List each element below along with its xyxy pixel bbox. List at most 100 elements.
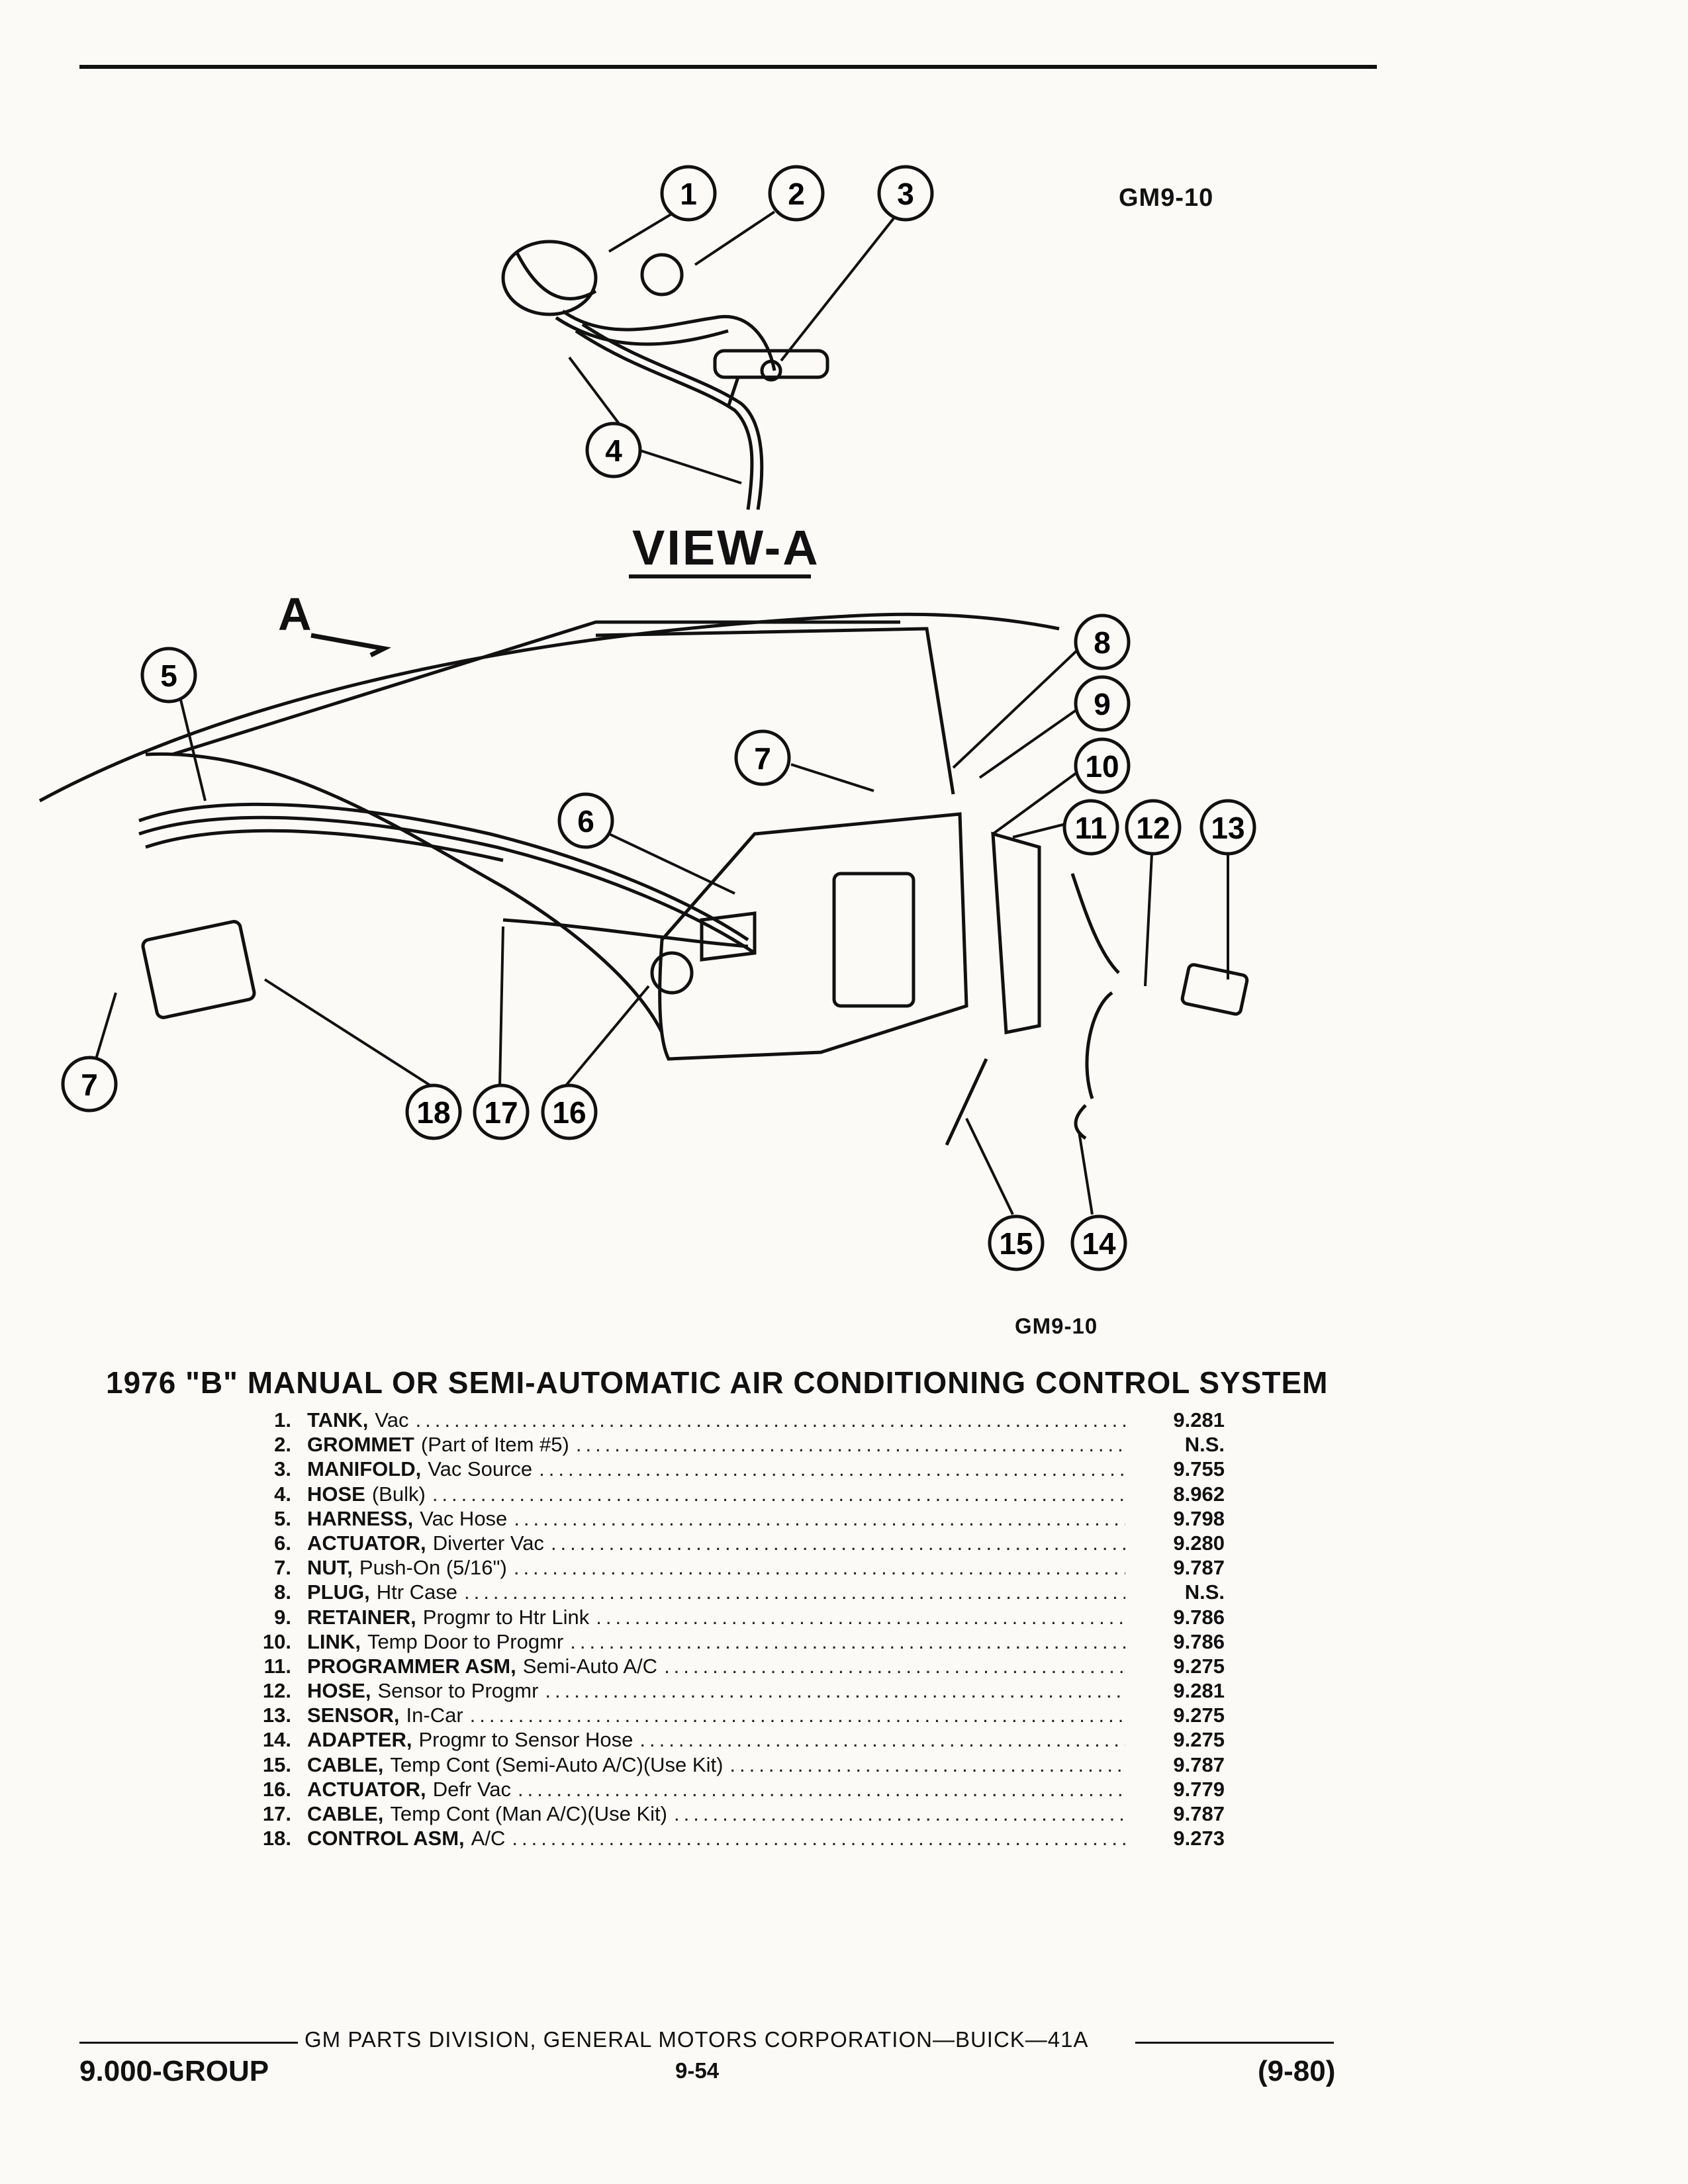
leader-dots xyxy=(463,1704,1125,1727)
leader-dots xyxy=(426,1482,1125,1506)
callout-16: 16 xyxy=(541,1083,598,1140)
callout-11: 11 xyxy=(1062,799,1119,856)
part-description: Progmr to Htr Link xyxy=(422,1605,590,1629)
part-description: Vac Hose xyxy=(420,1506,508,1530)
part-group-ref: 9.273 xyxy=(1173,1827,1225,1850)
view-a-arrow-label: A xyxy=(278,588,312,640)
part-name: ACTUATOR, xyxy=(307,1777,426,1801)
temp-cable-drawing xyxy=(502,918,749,948)
leader-lines xyxy=(95,210,1229,1215)
part-name: RETAINER, xyxy=(307,1605,416,1629)
callout-5: 5 xyxy=(140,647,197,704)
callout-18: 18 xyxy=(405,1083,462,1140)
parts-list-row: 5.HARNESS,Vac Hose9.798 xyxy=(218,1507,1225,1531)
heater-case-drawing xyxy=(658,812,968,1061)
part-number: 13. xyxy=(262,1704,291,1727)
svg-text:10: 10 xyxy=(1085,749,1119,784)
svg-text:1: 1 xyxy=(680,177,697,211)
leader-dots xyxy=(532,1457,1125,1481)
part-description: A/C xyxy=(471,1827,506,1850)
svg-text:7: 7 xyxy=(81,1068,98,1102)
callout-12: 12 xyxy=(1125,799,1182,856)
part-group-ref: N.S. xyxy=(1184,1433,1225,1457)
callout-13: 13 xyxy=(1199,799,1256,856)
part-number: 1. xyxy=(274,1408,291,1432)
parts-list-row: 16.ACTUATOR,Defr Vac9.779 xyxy=(218,1778,1225,1802)
part-description: Semi-Auto A/C xyxy=(522,1654,658,1678)
parts-list-row: 15. CABLE,Temp Cont (Semi-Auto A/C)(Use K… xyxy=(218,1753,1225,1778)
part-name: TANK, xyxy=(307,1408,369,1432)
top-rule xyxy=(79,65,1377,69)
part-group-ref: 9.787 xyxy=(1173,1752,1225,1776)
leader-dots xyxy=(511,1778,1125,1801)
leader-dots xyxy=(563,1630,1125,1654)
part-group-ref: 9.275 xyxy=(1173,1704,1225,1727)
leader-dots xyxy=(409,1408,1125,1432)
part-name: NUT, xyxy=(307,1556,353,1580)
part-description: Temp Cont (Semi-Auto A/C)(Use Kit) xyxy=(390,1752,724,1776)
callout-10: 10 xyxy=(1074,737,1131,794)
footer-rule-right xyxy=(1135,2042,1334,2044)
parts-list-row: 3.MANIFOLD,Vac Source9.755 xyxy=(218,1457,1225,1482)
manifold-drawing xyxy=(713,349,829,379)
part-group-ref: 9.281 xyxy=(1173,1679,1225,1703)
part-group-ref: 9.786 xyxy=(1173,1629,1225,1653)
callout-6: 6 xyxy=(557,792,614,849)
part-name: HOSE, xyxy=(307,1679,371,1703)
part-name: CABLE, xyxy=(307,1752,384,1776)
vacuum-tank-drawing xyxy=(501,240,598,316)
leader-dots xyxy=(589,1606,1125,1629)
svg-text:16: 16 xyxy=(552,1095,586,1130)
callout-1: 1 xyxy=(660,165,717,222)
part-description: Diverter Vac xyxy=(432,1531,544,1555)
svg-text:15: 15 xyxy=(999,1226,1033,1261)
part-number: 10. xyxy=(262,1629,291,1653)
part-description: Vac Source xyxy=(428,1457,533,1481)
part-number: 15. xyxy=(262,1752,291,1776)
leader-dots xyxy=(569,1433,1125,1457)
callouts: 1 2 3 4 5 6 7 7 8 9 10 11 12 13 14 15 16… xyxy=(61,165,1256,1271)
part-name: ADAPTER, xyxy=(307,1728,412,1752)
defroster-actuator-drawing xyxy=(650,951,694,995)
leader-dots xyxy=(633,1728,1125,1752)
figure-code-bottom: GM9-10 xyxy=(1015,1314,1098,1338)
parts-list-row: 17.CABLE,Temp Cont (Man A/C)(Use Kit)9.7… xyxy=(218,1802,1225,1827)
part-description: Sensor to Progmr xyxy=(377,1679,539,1703)
part-group-ref: 9.798 xyxy=(1173,1506,1225,1530)
parts-list-row: 9.RETAINER,Progmr to Htr Link9.786 xyxy=(218,1606,1225,1630)
svg-text:17: 17 xyxy=(484,1095,518,1130)
parts-list-row: 1.TANK,Vac9.281 xyxy=(218,1408,1225,1433)
figure-code-top: GM9-10 xyxy=(1119,184,1214,212)
svg-text:11: 11 xyxy=(1075,811,1107,845)
callout-3: 3 xyxy=(877,165,934,222)
leader-dots xyxy=(657,1655,1125,1678)
vac-harness-drawing xyxy=(138,802,749,942)
part-group-ref: 9.281 xyxy=(1173,1408,1225,1432)
leader-dots xyxy=(544,1531,1125,1555)
leader-dots xyxy=(723,1753,1125,1777)
footer-division: GM PARTS DIVISION, GENERAL MOTORS CORPOR… xyxy=(305,2027,1089,2052)
part-group-ref: 9.755 xyxy=(1173,1457,1225,1481)
main-assembly xyxy=(38,612,1249,1146)
part-group-ref: 9.786 xyxy=(1173,1605,1225,1629)
callout-9: 9 xyxy=(1074,675,1131,732)
svg-text:3: 3 xyxy=(897,177,914,211)
parts-list-row: 2.GROMMET(Part of Item #5)N.S. xyxy=(218,1433,1225,1457)
part-group-ref: 9.787 xyxy=(1173,1802,1225,1825)
svg-text:18: 18 xyxy=(416,1095,450,1130)
svg-text:12: 12 xyxy=(1136,811,1170,845)
part-group-ref: 9.275 xyxy=(1173,1728,1225,1752)
leader-dots xyxy=(507,1507,1125,1531)
part-name: ACTUATOR, xyxy=(307,1531,426,1555)
parts-list-row: 13.SENSOR,In-Car9.275 xyxy=(218,1704,1225,1728)
leader-dots xyxy=(457,1580,1125,1604)
page-title: 1976 "B" MANUAL OR SEMI-AUTOMATIC AIR CO… xyxy=(106,1365,1329,1400)
part-number: 8. xyxy=(274,1580,291,1604)
callout-2: 2 xyxy=(768,165,825,222)
callout-14: 14 xyxy=(1070,1214,1127,1271)
callout-17: 17 xyxy=(473,1083,530,1140)
part-group-ref: 9.779 xyxy=(1173,1777,1225,1801)
svg-text:2: 2 xyxy=(788,177,805,211)
part-number: 7. xyxy=(274,1556,291,1580)
in-car-sensor-drawing xyxy=(1180,963,1249,1016)
